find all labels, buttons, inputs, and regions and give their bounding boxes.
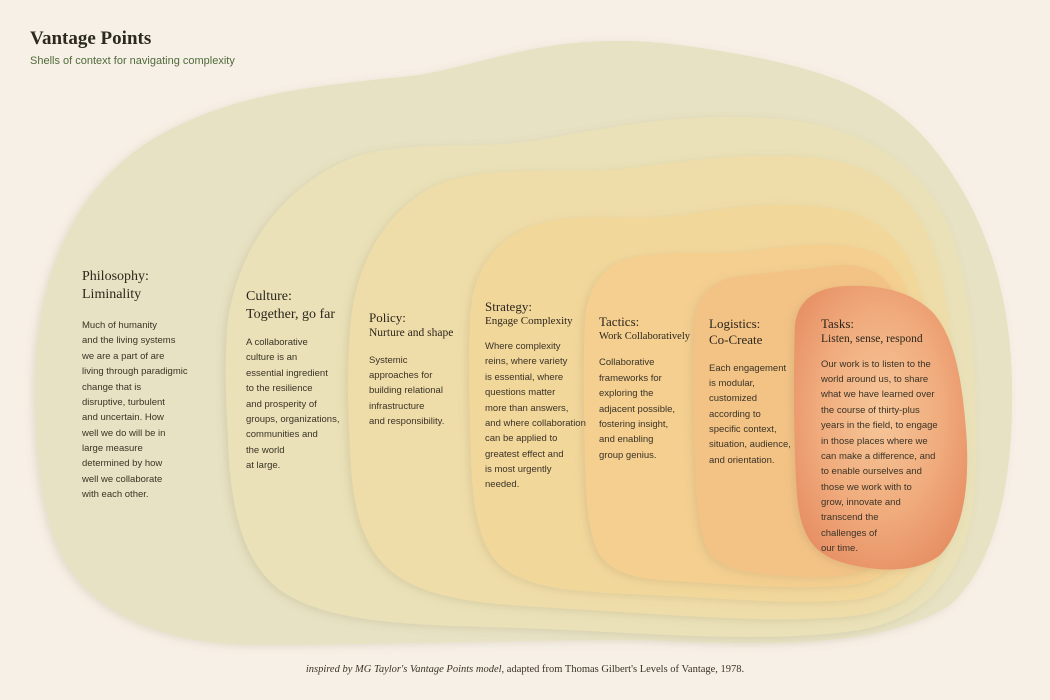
shell-label-tactics: Tactics: Work Collaboratively Collaborat… <box>599 314 704 463</box>
shell-label-logistics: Logistics: Co-Create Each engagement is … <box>709 316 804 468</box>
shell-heading: Tactics: Work Collaboratively <box>599 314 704 343</box>
shell-heading: Logistics: Co-Create <box>709 316 804 349</box>
page-title: Vantage Points <box>30 28 152 49</box>
shell-tasks <box>793 285 968 570</box>
shell-heading: Strategy: Engage Complexity <box>485 299 595 329</box>
shell-description: A collaborative culture is an essential … <box>246 337 340 471</box>
shell-name: Strategy: <box>485 299 532 314</box>
shell-label-culture: Culture: Together, go far A collaborativ… <box>246 288 356 473</box>
shell-name: Philosophy: <box>82 269 149 284</box>
shell-description: Collaborative frameworks for exploring t… <box>599 357 676 461</box>
shell-theme: Co-Create <box>709 332 763 348</box>
shell-theme: Liminality <box>82 286 142 302</box>
shell-theme: Together, go far <box>246 306 336 322</box>
shell-theme: Engage Complexity <box>485 315 573 328</box>
shell-description: Our work is to listen to the world aroun… <box>821 358 938 555</box>
shell-description: Systemic approaches for building relatio… <box>369 354 445 428</box>
page-subtitle: Shells of context for navigating complex… <box>30 55 235 67</box>
shell-description: Much of humanity and the living systems … <box>82 320 188 501</box>
attribution-regular: adapted from Thomas Gilbert's Levels of … <box>504 664 745 675</box>
shell-description: Where complexity reins, where variety is… <box>485 341 586 491</box>
shell-label-policy: Policy: Nurture and shape Systemic appro… <box>369 310 474 430</box>
shell-name: Tasks: <box>821 316 855 331</box>
shell-name: Logistics: <box>709 316 761 331</box>
attribution-footer: inspired by MG Taylor's Vantage Points m… <box>0 664 1050 675</box>
attribution-italic: inspired by MG Taylor's Vantage Points m… <box>305 664 505 675</box>
shell-heading: Policy: Nurture and shape <box>369 310 474 341</box>
shell-heading: Culture: Together, go far <box>246 288 356 323</box>
shell-name: Culture: <box>246 289 292 304</box>
shell-label-tasks: Tasks: Listen, sense, respond Our work i… <box>821 316 961 557</box>
shell-theme: Nurture and shape <box>369 327 454 340</box>
shell-heading: Philosophy: Liminality <box>82 268 222 303</box>
shell-description: Each engagement is modular, customized a… <box>709 362 791 466</box>
shell-name: Tactics: <box>599 314 640 329</box>
shell-name: Policy: <box>369 310 406 325</box>
shell-label-strategy: Strategy: Engage Complexity Where comple… <box>485 299 595 493</box>
shell-theme: Listen, sense, respond <box>821 333 923 346</box>
shell-label-philosophy: Philosophy: Liminality Much of humanity … <box>82 268 222 503</box>
shell-heading: Tasks: Listen, sense, respond <box>821 316 961 347</box>
shell-theme: Work Collaboratively <box>599 331 691 343</box>
